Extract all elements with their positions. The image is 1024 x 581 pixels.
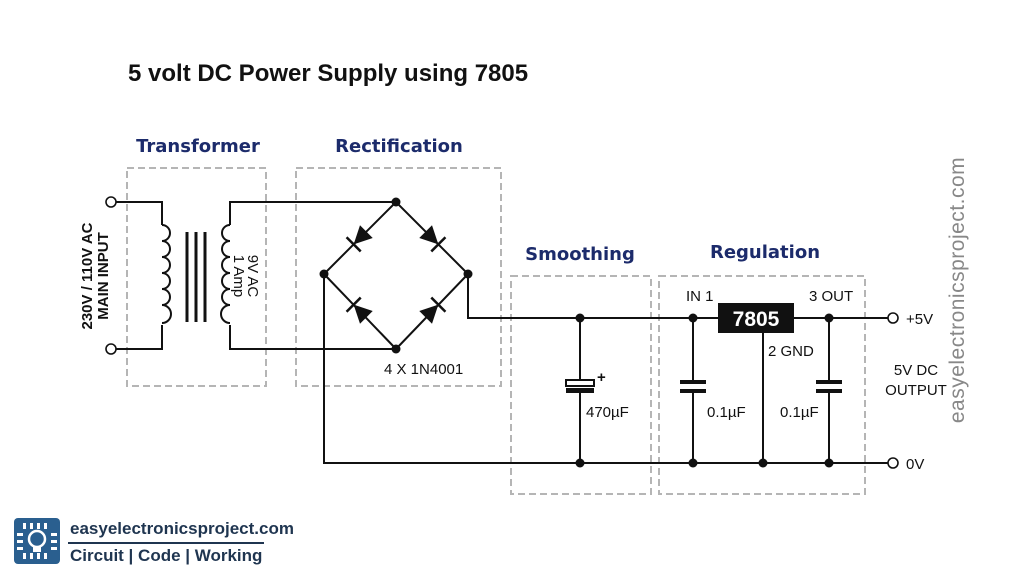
output-terminal-positive [887,312,899,324]
primary-wire-bottom [116,325,163,350]
wire-positive-rail [467,274,718,319]
regulation-box [658,275,866,495]
secondary-wire-top [229,201,396,225]
primary-wire-top [116,201,163,225]
section-label-smoothing: Smoothing [525,244,635,265]
junction-dot [319,269,329,279]
section-label-regulation: Regulation [710,242,820,263]
watermark-text: easyelectronicsproject.com [946,156,969,424]
output-positive-label: +5V [906,311,933,328]
junction-dot [688,458,698,468]
cap-polarity-mark: + [597,369,606,386]
pin-in-label: IN 1 [686,288,714,305]
logo-divider [68,542,264,544]
junction-dot [391,344,401,354]
cap-470-plate-bottom [566,388,594,393]
logo-site-name: easyelectronicsproject.com [70,519,294,538]
junction-dot [575,458,585,468]
bridge-rectifier [322,200,470,351]
junction-dot [463,269,473,279]
pin-out-label: 3 OUT [809,288,853,305]
cap-in-plate-bottom [680,389,706,393]
junction-dot [758,458,768,468]
diodes-label: 4 X 1N4001 [384,361,463,378]
bulb-chip-icon [14,518,60,564]
junction-dot [824,313,834,323]
pin-gnd-label: 2 GND [768,343,814,360]
junction-dot [824,458,834,468]
input-terminal-bottom [105,343,117,355]
secondary-voltage-label: 9V AC [244,255,261,298]
secondary-current-label: 1 Amp [230,255,247,298]
cap-470-plate-top [565,379,595,387]
cap-out-plate-bottom [816,389,842,393]
secondary-wire-bottom [229,325,396,350]
section-label-transformer: Transformer [136,136,260,157]
main-input-label-line2: MAIN INPUT [95,232,112,320]
regulator-7805 [718,303,794,333]
regulator-label: 7805 [733,308,780,331]
output-ground-label: 0V [906,456,924,473]
output-label-line2: OUTPUT [885,382,947,399]
main-input-label-line1: 230V / 110V AC [79,222,96,329]
cap-470-label: 470µF [586,404,629,421]
wire-ground-rail [323,274,888,464]
rectification-box [295,167,502,387]
junction-dot [575,313,585,323]
output-terminal-ground [887,457,899,469]
cap-in-plate-top [680,380,706,384]
primary-coil [161,224,172,324]
section-label-rectification: Rectification [335,136,463,157]
output-label-line1: 5V DC [894,362,938,379]
junction-dot [688,313,698,323]
cap-out-label: 0.1µF [780,404,819,421]
logo-tagline: Circuit | Code | Working [70,546,263,565]
input-terminal-top [105,196,117,208]
cap-out-plate-top [816,380,842,384]
smoothing-box [510,275,652,495]
junction-dot [391,197,401,207]
cap-in-label: 0.1µF [707,404,746,421]
transformer-box [126,167,267,387]
secondary-coil [220,224,231,324]
page-title: 5 volt DC Power Supply using 7805 [128,60,529,87]
